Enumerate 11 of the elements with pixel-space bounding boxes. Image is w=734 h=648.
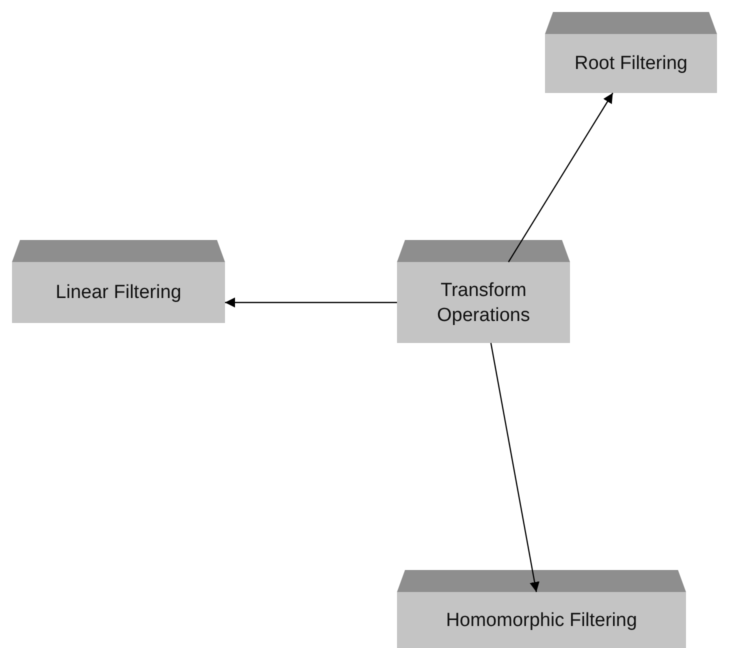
box-label: Linear Filtering: [56, 281, 182, 305]
box-label: Transform Operations: [436, 278, 531, 328]
process-box: [12, 240, 225, 323]
box-label: Root Filtering: [574, 52, 688, 76]
process-box: [545, 12, 717, 93]
process-box: [397, 240, 570, 343]
arrow: [225, 298, 397, 308]
process-box: [397, 570, 686, 648]
arrow: [490, 342, 540, 592]
box-label: Homomorphic Filtering: [446, 608, 638, 632]
arrow: [508, 92, 614, 262]
